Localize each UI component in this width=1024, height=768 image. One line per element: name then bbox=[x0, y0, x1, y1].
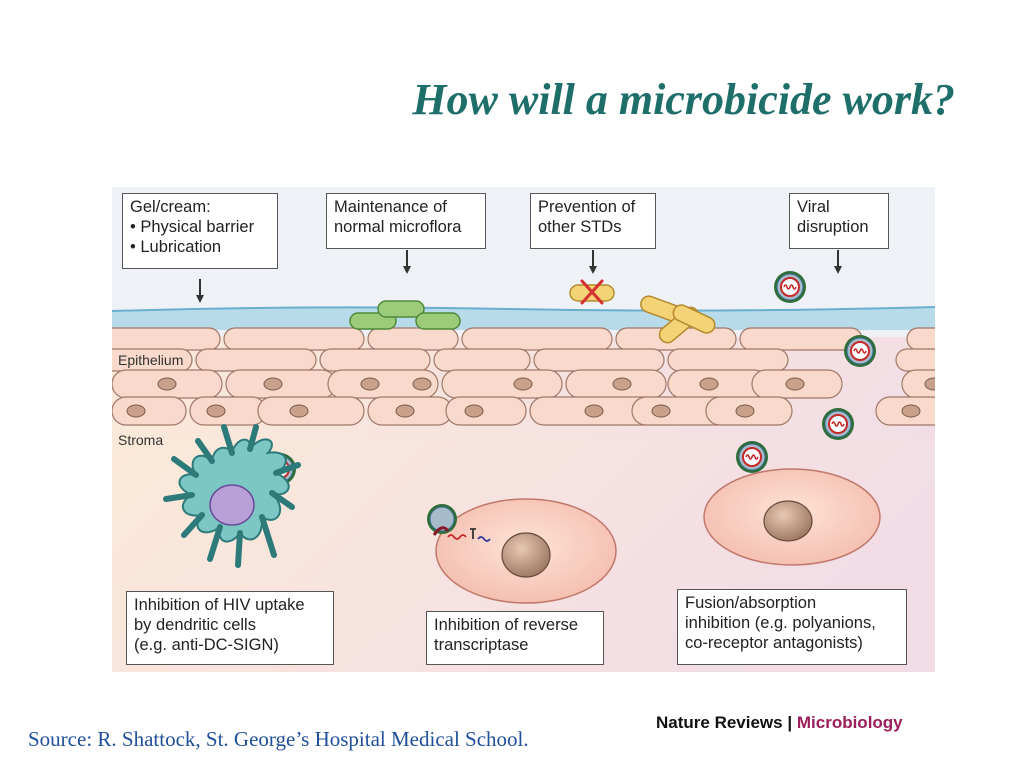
virus-icon bbox=[427, 504, 457, 536]
stroma-label: Stroma bbox=[118, 432, 164, 448]
box-line: normal microflora bbox=[334, 218, 462, 236]
epithelium-layer bbox=[112, 327, 935, 426]
viral-disruption-box: Viral disruption bbox=[789, 193, 889, 249]
box-line: • Physical barrier bbox=[130, 218, 255, 236]
journal-brand: Nature Reviews | Microbiology bbox=[656, 713, 903, 733]
dendritic-cell-icon bbox=[163, 424, 301, 568]
box-line: Fusion/absorption bbox=[685, 594, 817, 612]
box-line: co-receptor antagonists) bbox=[685, 634, 863, 652]
box-line: by dendritic cells bbox=[134, 616, 256, 634]
box-line: • Lubrication bbox=[130, 238, 222, 256]
source-citation: Source: R. Shattock, St. George’s Hospit… bbox=[28, 727, 529, 751]
box-line: Prevention of bbox=[538, 198, 636, 216]
box-line: Viral bbox=[797, 198, 830, 216]
box-line: Gel/cream: bbox=[130, 198, 211, 216]
box-line: (e.g. anti-DC-SIGN) bbox=[134, 636, 279, 654]
gel-cream-box: Gel/cream: • Physical barrier • Lubricat… bbox=[122, 193, 278, 269]
reverse-transcriptase-box: Inhibition of reverse transcriptase bbox=[426, 611, 604, 665]
epithelium-label: Epithelium bbox=[118, 352, 184, 368]
std-box: Prevention of other STDs bbox=[530, 193, 656, 249]
cross-icon bbox=[580, 279, 604, 305]
bacteria-icon bbox=[349, 300, 461, 330]
std-bacteria-icon bbox=[569, 284, 716, 344]
box-line: disruption bbox=[797, 218, 869, 236]
brand-section: Microbiology bbox=[796, 713, 903, 732]
hiv-uptake-box: Inhibition of HIV uptake by dendritic ce… bbox=[126, 591, 334, 665]
box-line: inhibition (e.g. polyanions, bbox=[685, 614, 876, 632]
box-line: Inhibition of reverse bbox=[434, 616, 578, 634]
microflora-box: Maintenance of normal microflora bbox=[326, 193, 486, 249]
brand-separator: | bbox=[787, 713, 793, 732]
box-line: transcriptase bbox=[434, 636, 529, 654]
slide-title: How will a microbicide work? bbox=[412, 75, 955, 124]
diagram-canvas bbox=[112, 187, 935, 672]
microbicide-diagram: Epithelium Stroma Gel/cream: • Physical … bbox=[112, 187, 935, 672]
box-line: Inhibition of HIV uptake bbox=[134, 596, 305, 614]
box-line: other STDs bbox=[538, 218, 622, 236]
box-line: Maintenance of bbox=[334, 198, 447, 216]
fusion-inhibition-box: Fusion/absorption inhibition (e.g. polya… bbox=[677, 589, 907, 665]
brand-name: Nature Reviews bbox=[656, 713, 783, 732]
reverse-transcriptase-icon bbox=[447, 528, 491, 542]
